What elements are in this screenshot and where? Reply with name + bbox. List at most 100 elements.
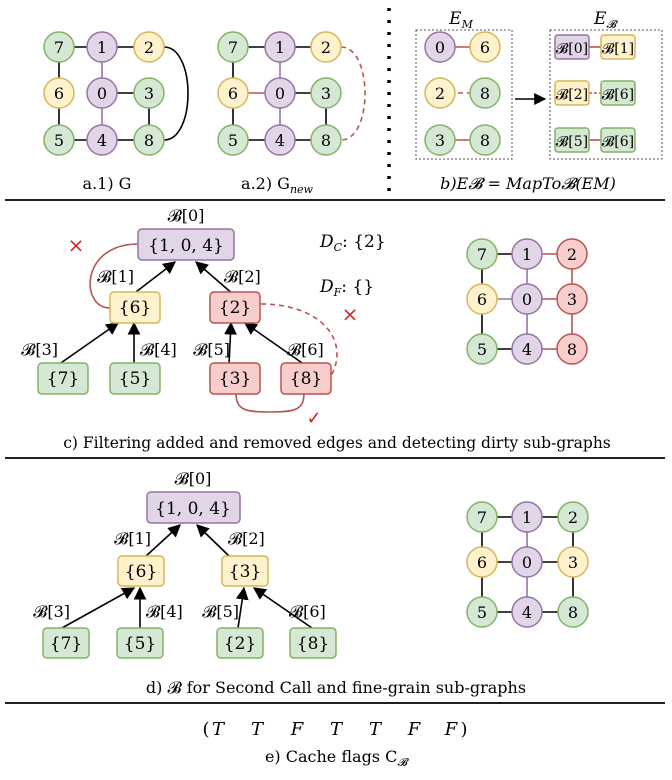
d-b2-box	[221, 555, 269, 587]
d-node-2-label: 2	[568, 508, 578, 527]
d-node-6-label: 6	[477, 553, 487, 572]
panel-d-caption: d) 𝓑 for Second Call and fine-grain sub-…	[146, 678, 526, 697]
a2-node-3-label: 3	[321, 84, 331, 103]
d-b2-text: {3}	[229, 562, 261, 582]
eb-title: E𝓑	[593, 9, 618, 31]
d-node-6	[466, 546, 498, 578]
d-node-4	[511, 596, 543, 628]
d-root-label: 𝓑[0]	[175, 469, 212, 488]
eb-pair-b2-b6: 𝓑[2] 𝓑[6]	[554, 80, 636, 106]
eb-box-b2: 𝓑[2]	[556, 87, 588, 103]
c-b6-box	[280, 362, 332, 395]
em-node-3: 3	[435, 131, 445, 150]
flag-1: T	[251, 719, 265, 740]
em-container	[415, 29, 513, 160]
a1-node-6-label: 6	[54, 84, 64, 103]
c-b4-label: 𝓑[4]	[140, 340, 177, 359]
a2-node-3	[310, 77, 342, 109]
a1-node-8	[133, 124, 165, 156]
c-node-0	[511, 283, 543, 315]
a1-node-2-label: 2	[144, 38, 154, 57]
c-root-box	[137, 228, 235, 261]
c-b1-label: 𝓑[1]	[97, 267, 134, 286]
panel-a1-graph: 7 1 2 6 0 3 5 4 8	[43, 31, 189, 156]
a1-node-8-label: 8	[144, 131, 154, 150]
d-b4-text: {5}	[124, 634, 156, 654]
a1-node-1-label: 1	[97, 38, 107, 57]
a2-node-6	[217, 77, 249, 109]
panel-a2-caption: a.2) Gnew	[241, 174, 314, 196]
em-title: EM	[448, 9, 473, 31]
df-label: DF: {}	[319, 277, 374, 299]
panel-a2-graph: 7 1 2 6 0 3 5 4 8	[217, 31, 366, 156]
a1-node-4	[86, 124, 118, 156]
a2-node-2	[310, 31, 342, 63]
eb-pair-b0-b1: 𝓑[0] 𝓑[1]	[554, 34, 636, 60]
c-node-4	[511, 333, 543, 365]
a2-node-8-label: 8	[321, 131, 331, 150]
em-pair-3-8: 3 8	[424, 124, 501, 156]
flag-0: T	[212, 719, 226, 740]
a1-node-6	[43, 77, 75, 109]
panel-c-caption: c) Filtering added and removed edges and…	[63, 434, 611, 452]
c-b3-box	[37, 362, 89, 395]
eb-pair-b5-b6: 𝓑[5] 𝓑[6]	[554, 127, 636, 153]
d-b4-label: 𝓑[4]	[146, 602, 183, 621]
d-b3-label: 𝓑[3]	[33, 602, 70, 621]
c-node-4-label: 4	[522, 340, 532, 359]
a1-node-0-label: 0	[97, 84, 107, 103]
check-mark: ✓	[306, 408, 321, 429]
d-node-2	[557, 501, 589, 533]
panel-b-caption: b)E𝓑 = MapTo𝓑(EM)	[440, 174, 616, 193]
c-b5-text: {3}	[219, 369, 251, 389]
a1-node-5-label: 5	[54, 131, 64, 150]
c-node-5-label: 5	[477, 340, 487, 359]
c-node-5	[466, 333, 498, 365]
eb-box-b0: 𝓑[0]	[556, 41, 588, 57]
d-node-7	[466, 501, 498, 533]
c-node-3	[556, 283, 588, 315]
a2-node-7	[217, 31, 249, 63]
d-node-7-label: 7	[477, 508, 487, 527]
em-node-8b: 8	[480, 131, 490, 150]
c-node-6	[466, 283, 498, 315]
c-node-1-label: 1	[522, 245, 532, 264]
a2-node-4-label: 4	[275, 131, 285, 150]
d-b6-box	[289, 627, 337, 659]
c-b2-text: {2}	[219, 298, 251, 318]
c-node-1	[511, 238, 543, 270]
c-node-0-label: 0	[522, 290, 532, 309]
c-root-text: {1, 0, 4}	[148, 236, 224, 256]
a2-node-1-label: 1	[275, 38, 285, 57]
eb-box-b6: 𝓑[6]	[602, 87, 634, 103]
c-node-2-label: 2	[567, 245, 577, 264]
panel-e-caption: e) Cache flags C𝓑	[265, 747, 409, 769]
flag-2: F	[290, 719, 305, 740]
d-b6-label: 𝓑[6]	[289, 602, 326, 621]
a2-node-1	[264, 31, 296, 63]
a1-node-3	[133, 77, 165, 109]
a1-node-2	[133, 31, 165, 63]
a1-node-7-label: 7	[54, 38, 64, 57]
c-node-8-label: 8	[567, 340, 577, 359]
c-node-3-label: 3	[567, 290, 577, 309]
panel-d-tree: 𝓑[0] {1, 0, 4} 𝓑[1] {6} 𝓑[2] {3} 𝓑[3] {7…	[33, 469, 337, 659]
d-node-1	[511, 501, 543, 533]
d-root-box	[146, 491, 241, 524]
a2-node-5-label: 5	[228, 131, 238, 150]
cache-flags-row: ( T T F T T F F )	[202, 719, 467, 740]
c-b6-label: 𝓑[6]	[287, 340, 324, 359]
panel-a1-caption: a.1) G	[83, 174, 132, 193]
eb-box-b5: 𝓑[5]	[556, 134, 588, 150]
a2-node-8	[310, 124, 342, 156]
d-b5-box	[216, 627, 264, 659]
em-pair-0-6: 0 6	[424, 31, 501, 63]
d-b6-text: {8}	[297, 634, 329, 654]
d-b2-label: 𝓑[2]	[228, 529, 265, 548]
c-node-7	[466, 238, 498, 270]
c-b5-box	[209, 362, 261, 395]
c-node-6-label: 6	[477, 290, 487, 309]
c-b6-text: {8}	[290, 369, 322, 389]
a2-node-0-label: 0	[275, 84, 285, 103]
c-b5-label: 𝓑[5]	[193, 340, 230, 359]
